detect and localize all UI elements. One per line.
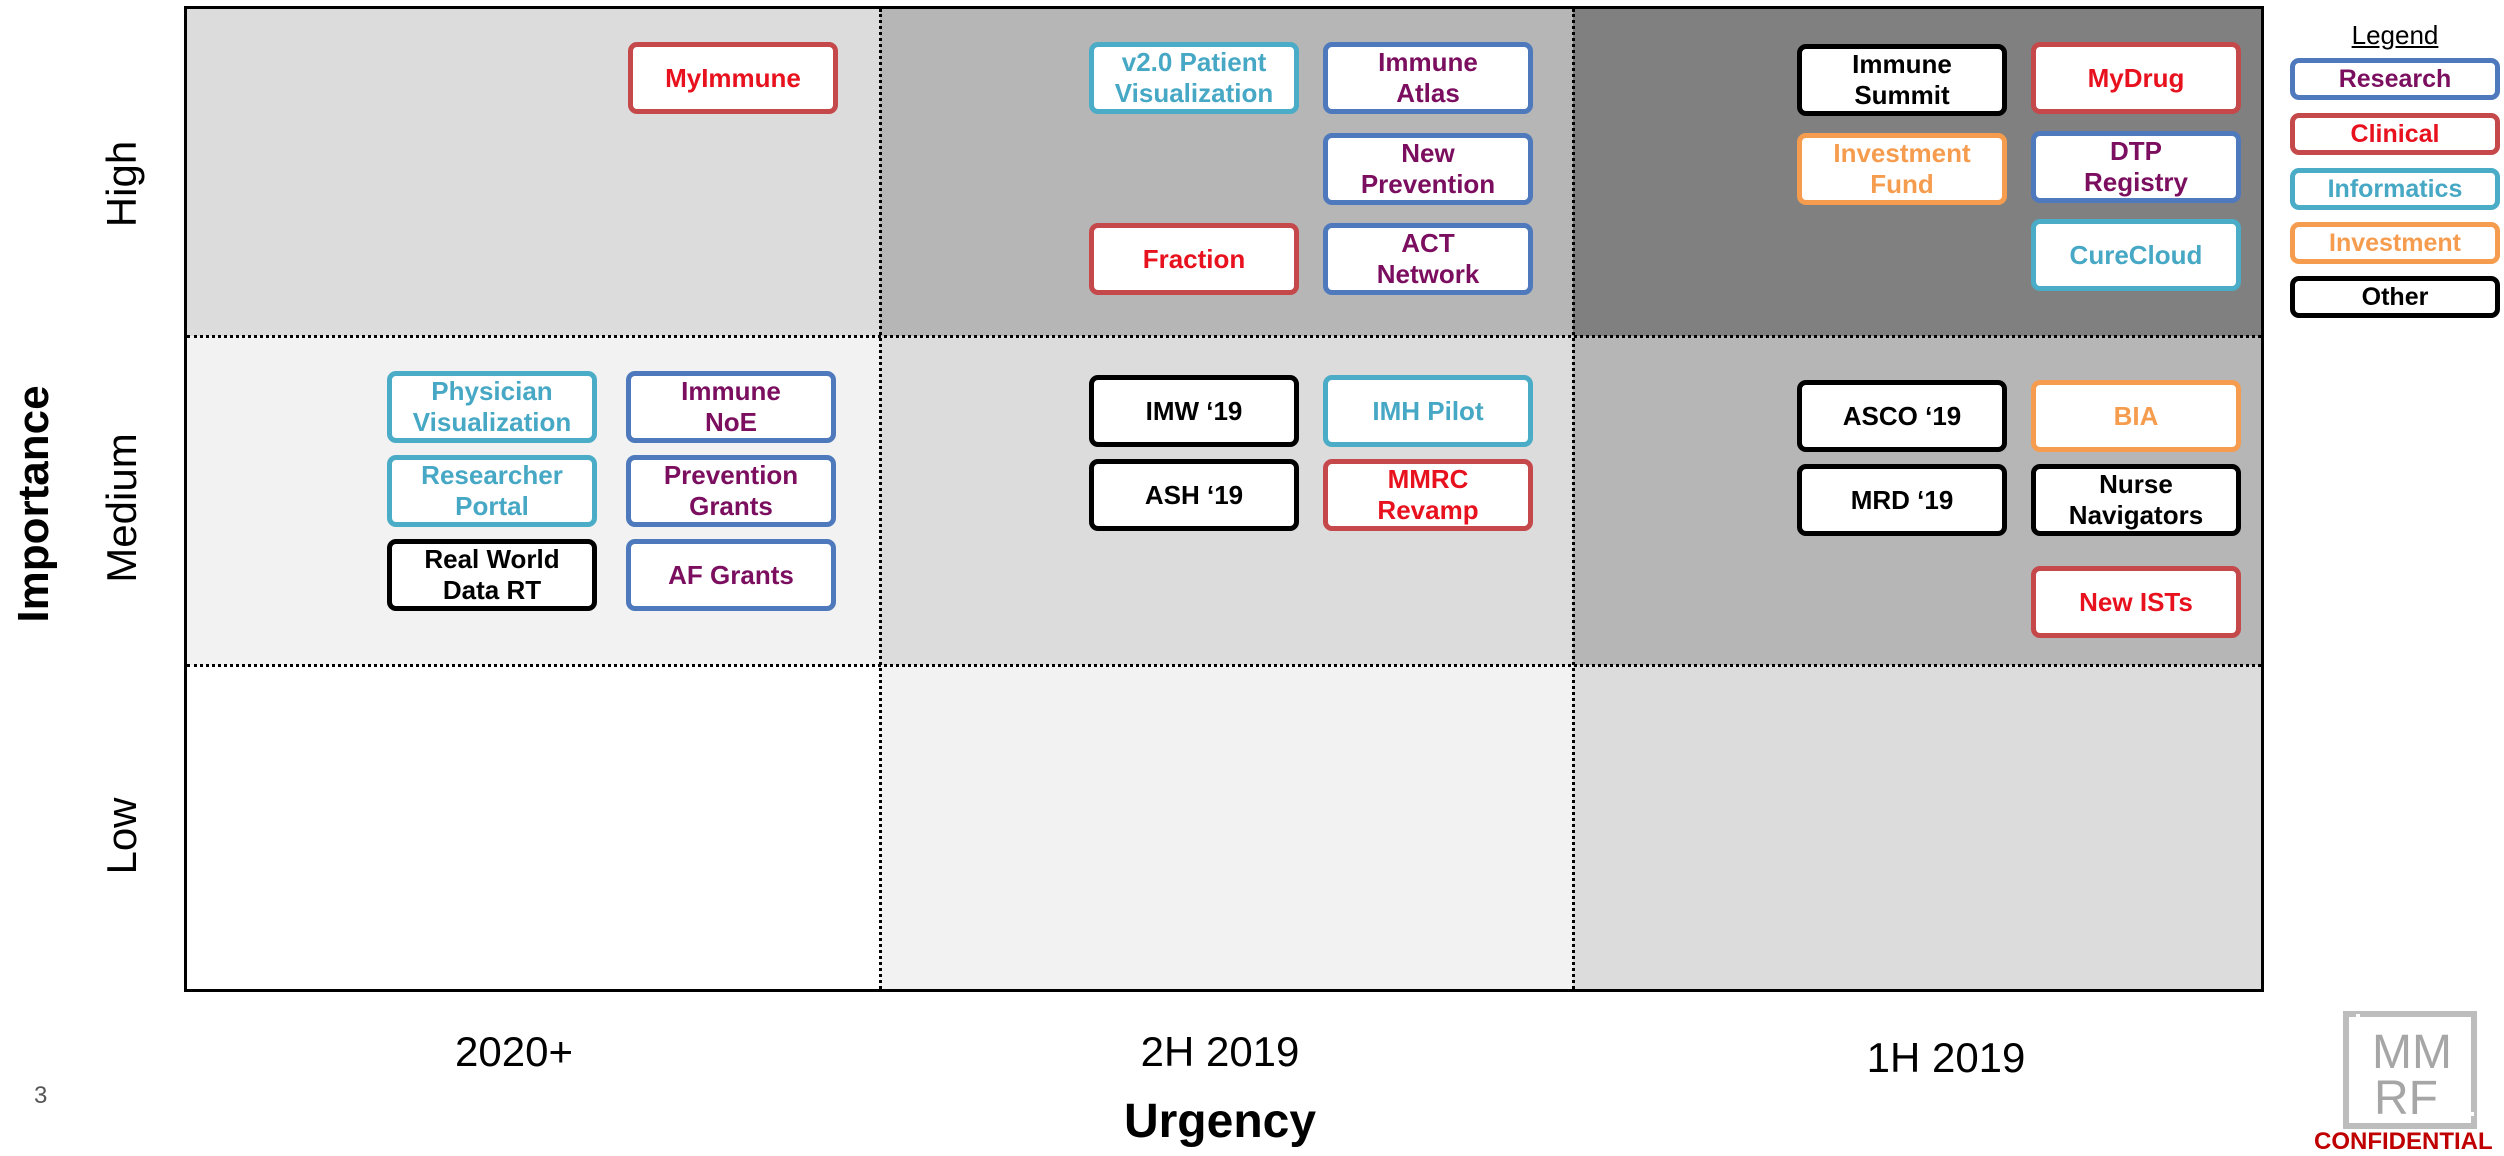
legend-clinical: Clinical — [2290, 113, 2500, 155]
page-number: 3 — [34, 1082, 48, 1109]
item-physician-visualization: Physician Visualization — [387, 371, 597, 443]
legend-research: Research — [2290, 58, 2500, 100]
item-bia: BIA — [2031, 380, 2241, 452]
item-af-grants: AF Grants — [626, 539, 836, 611]
y-axis-title: Importance — [9, 385, 58, 623]
item-imw-19: IMW ‘19 — [1089, 375, 1299, 447]
confidential-label: CONFIDENTIAL — [2314, 1128, 2493, 1155]
item-act-network: ACT Network — [1323, 223, 1533, 295]
legend-title: Legend — [2351, 20, 2439, 50]
item-prevention-grants: Prevention Grants — [626, 455, 836, 527]
y-label-low: Low — [98, 797, 145, 875]
item-curecloud: CureCloud — [2031, 219, 2241, 291]
item-investment-fund: Investment Fund — [1797, 133, 2007, 205]
logo-text-mm: MM — [2372, 1026, 2452, 1079]
x-label-2020: 2020+ — [455, 1028, 573, 1075]
item-immune-noe: Immune NoE — [626, 371, 836, 443]
cell-low-2020 — [187, 665, 880, 989]
y-label-high: High — [98, 140, 145, 228]
legend-other: Other — [2290, 276, 2500, 318]
item-v2-patient-visualization: v2.0 Patient Visualization — [1089, 42, 1299, 114]
column-divider — [879, 9, 882, 989]
row-divider — [187, 335, 2261, 338]
item-nurse-navigators: Nurse Navigators — [2031, 464, 2241, 536]
y-label-medium: Medium — [98, 433, 145, 583]
item-mydrug: MyDrug — [2031, 42, 2241, 114]
legend-investment: Investment — [2290, 222, 2500, 264]
item-immune-atlas: Immune Atlas — [1323, 42, 1533, 114]
item-mmrc-revamp: MMRC Revamp — [1323, 459, 1533, 531]
item-new-ists: New ISTs — [2031, 566, 2241, 638]
priority-matrix: MyImmune v2.0 Patient Visualization Immu… — [184, 6, 2264, 992]
item-ash-19: ASH ‘19 — [1089, 459, 1299, 531]
item-asco-19: ASCO ‘19 — [1797, 380, 2007, 452]
item-imh-pilot: IMH Pilot — [1323, 375, 1533, 447]
item-mrd-19: MRD ‘19 — [1797, 464, 2007, 536]
item-researcher-portal: Researcher Portal — [387, 455, 597, 527]
item-fraction: Fraction — [1089, 223, 1299, 295]
column-divider — [1572, 9, 1575, 989]
legend-informatics: Informatics — [2290, 168, 2500, 210]
logo-text-rf: RF — [2374, 1072, 2438, 1125]
x-label-2h-2019: 2H 2019 — [1140, 1028, 1300, 1075]
item-immune-summit: Immune Summit — [1797, 44, 2007, 116]
cell-low-2h2019 — [880, 665, 1573, 989]
x-axis-title: Urgency — [1123, 1095, 1317, 1148]
item-new-prevention: New Prevention — [1323, 133, 1533, 205]
cell-low-1h2019 — [1573, 665, 2261, 989]
mmrf-logo: MM RF — [2343, 1011, 2477, 1129]
row-divider — [187, 664, 2261, 667]
x-label-1h-2019: 1H 2019 — [1866, 1034, 2026, 1081]
item-dtp-registry: DTP Registry — [2031, 131, 2241, 203]
item-myimmune: MyImmune — [628, 42, 838, 114]
item-real-world-data-rt: Real World Data RT — [387, 539, 597, 611]
